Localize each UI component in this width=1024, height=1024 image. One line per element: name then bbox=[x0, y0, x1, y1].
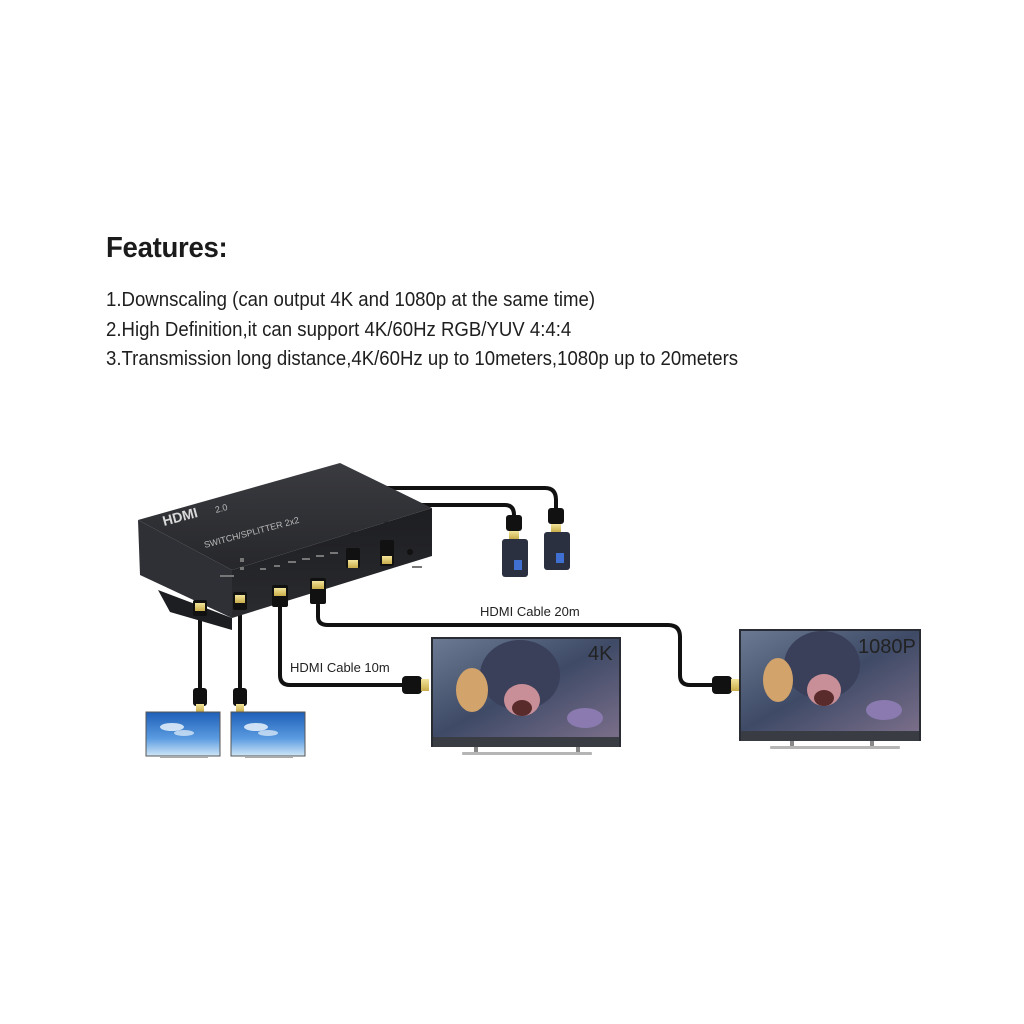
cable-10m bbox=[278, 603, 412, 687]
feature-item-transmission: 3.Transmission long distance,4K/60Hz up … bbox=[106, 348, 739, 370]
features-heading: Features: bbox=[106, 232, 228, 264]
cable-label-10m: HDMI Cable 10m bbox=[290, 660, 390, 675]
cable-label-20m: HDMI Cable 20m bbox=[480, 604, 580, 619]
device-left-face bbox=[138, 520, 232, 618]
input-source-1 bbox=[502, 515, 528, 577]
feature-item-downscaling: 1.Downscaling (can output 4K and 1080p a… bbox=[106, 289, 596, 311]
cables bbox=[198, 486, 724, 692]
input-source-2 bbox=[544, 508, 570, 570]
small-display-2 bbox=[230, 688, 306, 758]
small-display-1 bbox=[145, 688, 221, 758]
cable-20m bbox=[316, 603, 724, 687]
device-connectors bbox=[193, 540, 394, 616]
tv-1080p-resolution-tag: 1080P bbox=[858, 636, 916, 658]
feature-item-high-definition: 2.High Definition,it can support 4K/60Hz… bbox=[106, 318, 572, 341]
feature-list: 1.Downscaling (can output 4K and 1080p a… bbox=[106, 286, 786, 375]
device-version: 2.0 bbox=[214, 502, 229, 515]
hdmi-switch-splitter-device: HDMI 2.0 SWITCH/SPLITTER 2x2 bbox=[138, 463, 432, 630]
tv-4k bbox=[402, 637, 621, 755]
tv-4k-resolution-tag: 4K bbox=[588, 643, 613, 665]
tv-1080p bbox=[712, 629, 921, 749]
device-top-face bbox=[138, 463, 432, 570]
